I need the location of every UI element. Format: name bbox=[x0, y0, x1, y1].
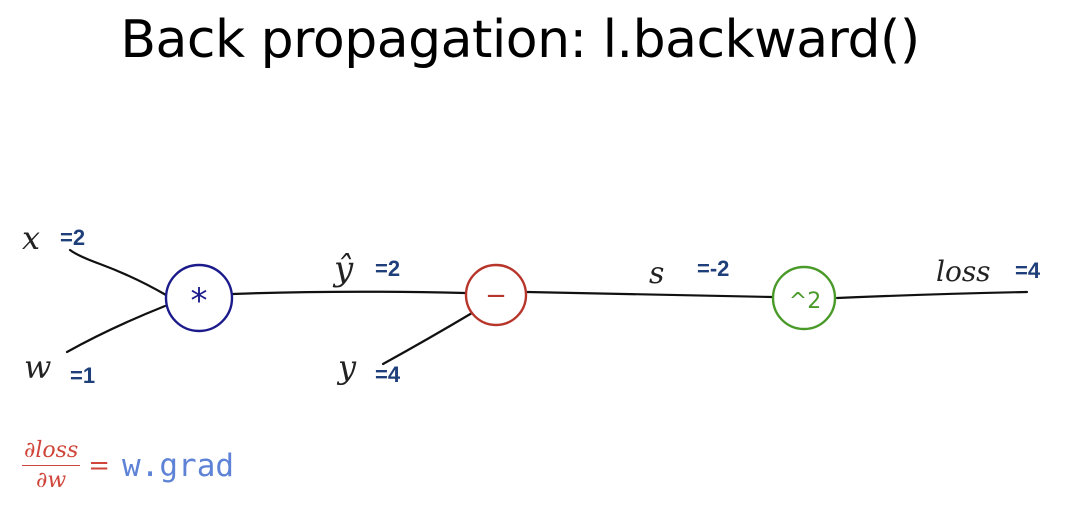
edge-y-to-sub bbox=[381, 311, 474, 366]
sub-node-circle bbox=[464, 263, 528, 327]
pow-node-symbol: ^2 bbox=[789, 289, 821, 314]
gradient-formula: ∂loss ∂w = w.grad bbox=[22, 438, 234, 493]
variable-x-value: =2 bbox=[60, 225, 85, 250]
variable-y-value: =4 bbox=[375, 362, 401, 387]
pow-node: ^2 bbox=[771, 265, 837, 331]
variable-yhat-value: =2 bbox=[375, 256, 400, 281]
edge-mul-to-sub bbox=[231, 290, 467, 296]
sub-node-symbol: − bbox=[485, 281, 507, 311]
edge-x-to-mul bbox=[68, 248, 168, 297]
variable-loss-value: =4 bbox=[1015, 258, 1041, 283]
variable-w-name: w bbox=[24, 348, 51, 386]
edge-pow-to-output bbox=[835, 290, 1029, 300]
variable-s-name: s bbox=[649, 256, 664, 291]
equals-sign: = bbox=[88, 450, 111, 481]
variable-s-value: =-2 bbox=[697, 256, 729, 281]
variable-y-name: y bbox=[336, 348, 357, 386]
slide-title: Back propagation: l.backward() bbox=[120, 10, 920, 70]
variable-loss-name: loss bbox=[936, 255, 991, 288]
variable-w-value: =1 bbox=[70, 363, 95, 388]
variable-yhat-name: ŷ bbox=[332, 249, 354, 289]
mul-node: * bbox=[164, 263, 234, 333]
variable-x-name: x bbox=[22, 219, 40, 257]
w-grad-code: w.grad bbox=[122, 447, 235, 484]
mul-node-symbol: * bbox=[191, 281, 208, 321]
fraction-numerator: ∂loss bbox=[22, 438, 81, 466]
graph-edges bbox=[65, 248, 1029, 366]
partial-derivative-fraction: ∂loss ∂w bbox=[22, 438, 81, 493]
edge-w-to-mul bbox=[65, 304, 167, 354]
pow-node-circle bbox=[771, 265, 837, 331]
mul-node-circle bbox=[164, 263, 234, 333]
edge-sub-to-pow bbox=[525, 290, 774, 299]
fraction-denominator: ∂w bbox=[36, 468, 67, 493]
sub-node: − bbox=[464, 263, 528, 327]
